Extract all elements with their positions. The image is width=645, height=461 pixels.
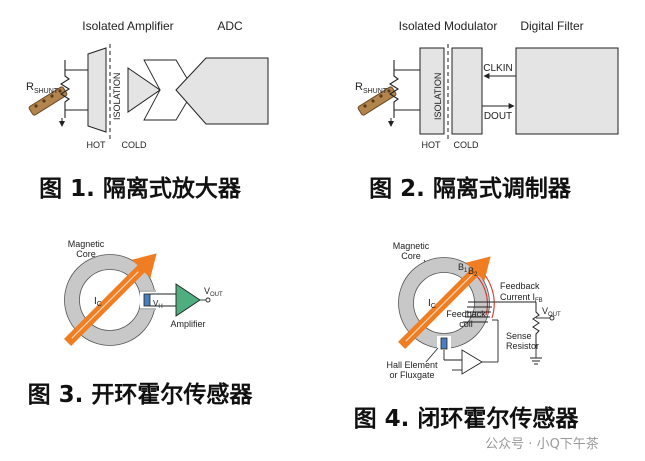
fig3-ic-label: IC [94,296,102,308]
fig4-amplifier-triangle [461,349,483,375]
fig1-title-amplifier: Isolated Amplifier [82,19,173,33]
fig1-zigzag-resistor [59,60,71,118]
fig4-ic-label: IC [428,298,436,310]
fig1-amplifier-input-stage [87,47,107,133]
fig4-b2-label: B2 [468,266,478,278]
fig4-sense-resistor [532,302,540,346]
figure-1-isolated-amplifier: Isolated Amplifier ADC RSHUNT ISOLATION … [26,19,269,202]
fig4-core-label-line1: Magnetic [393,241,430,251]
fig3-hall-element [143,293,151,307]
fig1-amplifier-output-triangle [127,67,161,113]
fig2-hot-label: HOT [422,140,442,150]
fig2-shunt-resistor-icon [357,86,397,116]
fig4-vout-label: VOUT [542,306,561,318]
fig2-rshunt-label: RSHUNT [355,81,388,95]
fig1-isolation-label: ISOLATION [112,73,122,120]
fig3-core-label-line1: Magnetic [68,239,105,249]
fig2-dout-label: DOUT [484,111,512,122]
fig3-current-conductor-arrow [64,253,157,346]
fig2-modulator-hot-block [419,47,445,135]
fig1-cold-label: COLD [121,140,147,150]
fig4-sense-resistor-label-line1: Sense [506,331,532,341]
fig1-caption: 图 1. 隔离式放大器 [39,175,242,202]
fig2-caption: 图 2. 隔离式调制器 [369,175,572,202]
fig4-hall-element [440,337,448,350]
watermark-text: 公众号 · 小Q下午茶 [485,436,599,452]
figure-3-open-loop-hall-sensor: Magnetic Core VH IC VOUT Amplifier 图 3. … [28,239,254,408]
fig1-shunt-resistor-icon [28,86,68,116]
fig2-clkin-label: CLKIN [483,63,512,74]
fig4-feedback-coil-label-line1: Feedback [446,309,486,319]
fig2-modulator-cold-block [451,47,483,135]
fig3-vh-label: VH [153,299,163,310]
fig4-feedback-current-label-line2: Current IFB [500,292,543,304]
fig4-current-conductor-arrow [398,256,491,349]
figure-2-isolated-modulator: Isolated Modulator Digital Filter RSHUNT… [355,19,619,202]
fig2-title-filter: Digital Filter [520,19,583,33]
fig4-caption: 图 4. 闭环霍尔传感器 [354,405,580,432]
fig1-title-adc: ADC [217,19,243,33]
fig2-cold-label: COLD [453,140,479,150]
fig4-feedback-coil-windings [463,301,492,323]
fig3-vout-label: VOUT [204,286,223,298]
fig3-caption: 图 3. 开环霍尔传感器 [28,381,254,408]
figure-4-closed-loop-hall-sensor: Magnetic Core IC B1 B2 Feedback coi [354,241,580,432]
fig3-amplifier-triangle [175,283,201,317]
fig4-b1-label: B1 [458,262,468,274]
fig4-feedback-coil-label-line2: coil [459,319,473,329]
fig4-hall-label-line2: or Fluxgate [389,370,434,380]
fig2-isolation-label: ISOLATION [433,73,443,120]
fig4-sense-resistor-label-line2: Resistor [506,341,539,351]
fig2-zigzag-resistor [388,60,400,118]
fig1-rshunt-label: RSHUNT [26,81,59,95]
fig2-title-modulator: Isolated Modulator [399,19,498,33]
fig3-core-label-line2: Core [76,249,96,259]
fig4-feedback-current-label-line1: Feedback [500,281,540,291]
fig4-core-label-line2: Core [401,251,421,261]
fig3-amplifier-label: Amplifier [170,319,205,329]
fig4-hall-label-line1: Hall Element [386,360,438,370]
fig2-digital-filter-block [515,47,619,135]
fig1-adc-block [175,57,269,125]
fig1-hot-label: HOT [87,140,107,150]
